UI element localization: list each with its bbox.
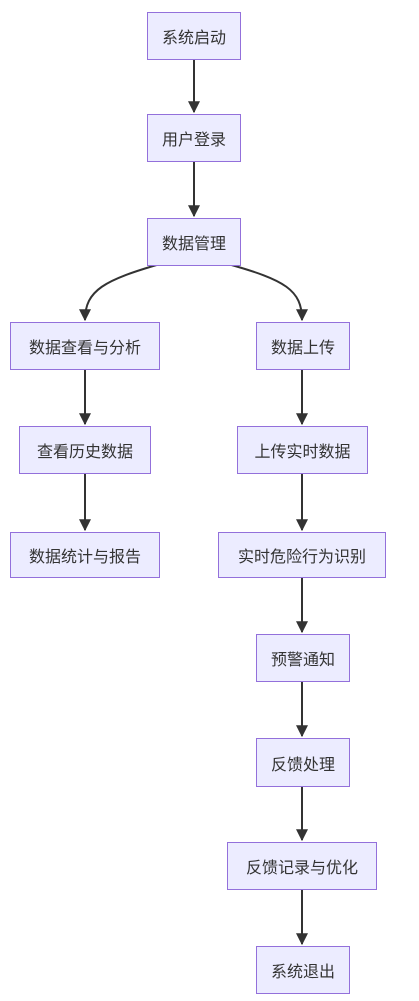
node-feedback-log: 反馈记录与优化 (227, 842, 377, 890)
node-view-analyze: 数据查看与分析 (10, 322, 160, 370)
node-start: 系统启动 (147, 12, 241, 60)
node-exit: 系统退出 (256, 946, 350, 994)
node-realtime-identify: 实时危险行为识别 (218, 532, 386, 578)
edge-datamgmt-view (79, 263, 161, 322)
node-data-management: 数据管理 (147, 218, 241, 266)
edge-datamgmt-upload (227, 263, 308, 322)
node-login: 用户登录 (147, 114, 241, 162)
node-upload-realtime: 上传实时数据 (237, 426, 368, 474)
node-view-history: 查看历史数据 (19, 426, 151, 474)
node-alert: 预警通知 (256, 634, 350, 682)
node-feedback: 反馈处理 (256, 738, 350, 787)
node-upload: 数据上传 (256, 322, 350, 370)
node-stats-report: 数据统计与报告 (10, 532, 160, 578)
